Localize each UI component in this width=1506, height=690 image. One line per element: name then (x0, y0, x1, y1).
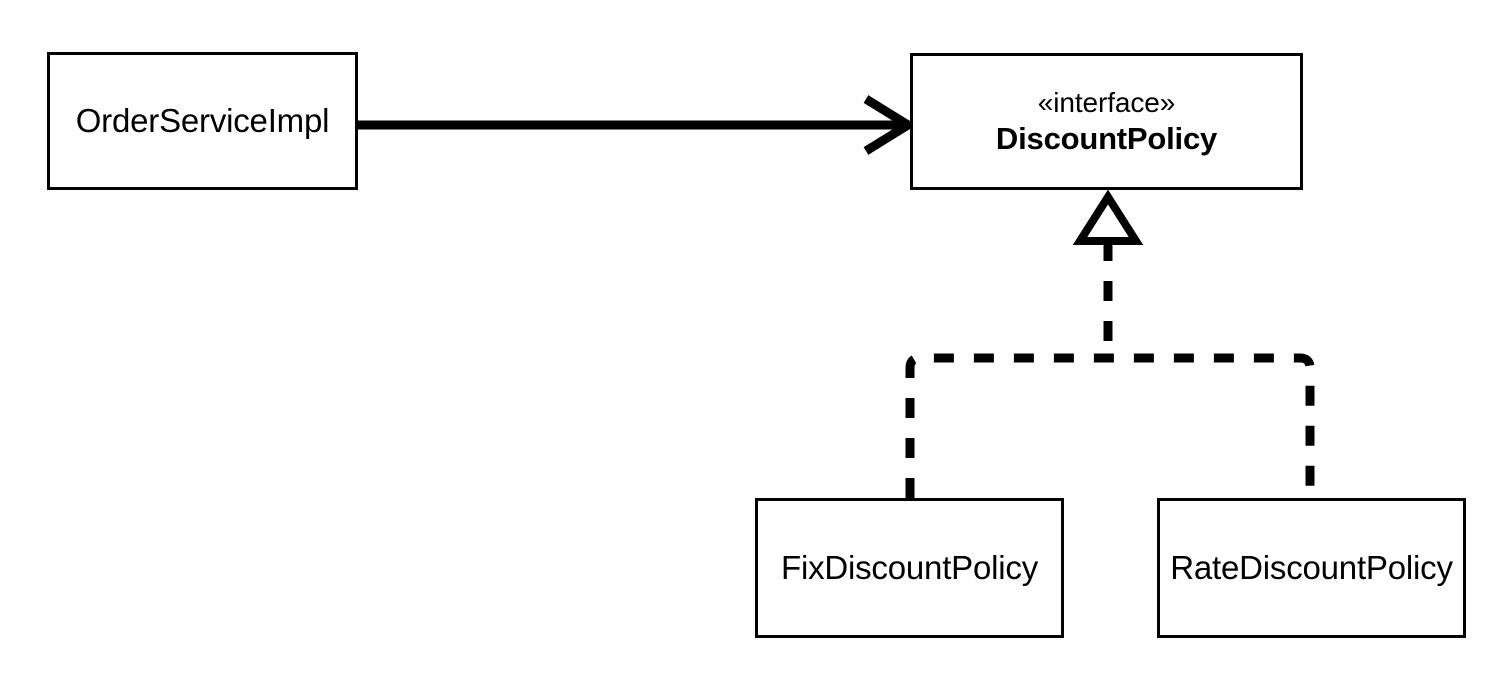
realization-triangle-group (1072, 189, 1144, 245)
realization-dashed-tree (905, 241, 1315, 498)
stereotype-label-discount-policy: «interface» (1037, 86, 1176, 118)
hollow-triangle-icon (1072, 189, 1144, 245)
class-box-order-service-impl[interactable]: OrderServiceImpl (47, 52, 358, 190)
class-box-rate-discount-policy[interactable]: RateDiscountPolicy (1157, 498, 1466, 638)
realization-bus (905, 353, 1315, 498)
class-name-rate-discount-policy: RateDiscountPolicy (1170, 548, 1453, 586)
class-name-fix-discount-policy: FixDiscountPolicy (780, 548, 1038, 586)
association-order-service-impl-to-discount-policy (358, 95, 917, 155)
class-box-discount-policy[interactable]: «interface» DiscountPolicy (910, 53, 1303, 190)
class-name-discount-policy: DiscountPolicy (995, 120, 1218, 156)
class-box-fix-discount-policy[interactable]: FixDiscountPolicy (755, 498, 1064, 638)
class-name-order-service-impl: OrderServiceImpl (75, 101, 330, 139)
open-arrowhead-icon (863, 95, 917, 155)
